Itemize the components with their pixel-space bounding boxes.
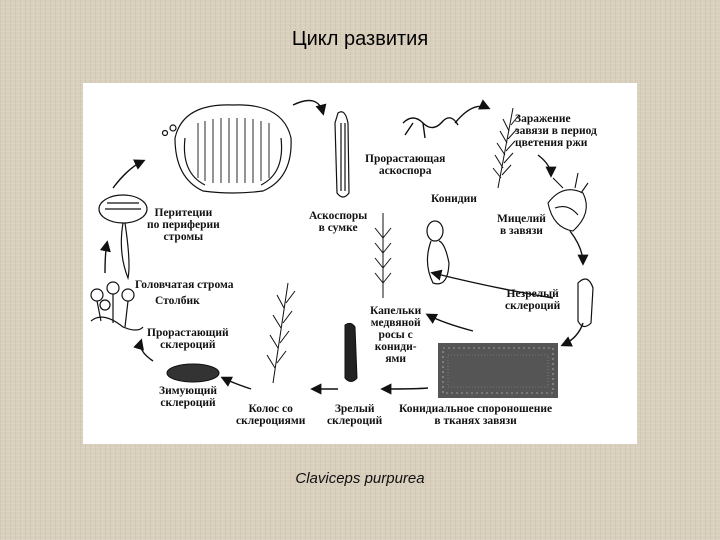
slide-title: Цикл развития <box>0 28 720 51</box>
arrow-stroma-to-perithecia <box>113 161 143 188</box>
species-caption: Claviceps purpurea <box>0 470 720 487</box>
arrow-germinating-to-stroma <box>105 243 107 273</box>
immature-sclerotium-drawing <box>578 279 593 327</box>
label-perithecia: Перитеции по периферии стромы <box>147 207 220 243</box>
arrow-ear-to-wintering <box>223 378 251 389</box>
label-ear-with-sclerotia: Колос со склероциями <box>236 403 305 427</box>
label-conidia: Конидии <box>431 193 477 205</box>
label-germinating-sclerotium: Прорастающий склероций <box>147 327 229 351</box>
ear-center-drawing <box>375 213 391 298</box>
label-immature-sclerotium: Незрелый склероций <box>505 288 560 312</box>
label-stalk: Столбик <box>155 295 200 307</box>
perithecia-stroma-drawing <box>163 105 292 193</box>
label-ascospores: Аскоспоры в сумке <box>309 210 367 234</box>
label-germinating-ascospore: Прорастающая аскоспора <box>365 153 445 177</box>
arrow-germination-to-infection <box>455 106 488 123</box>
arrow-mycelium-to-immature <box>570 231 583 263</box>
arrow-conidial-to-honeydew <box>428 315 473 331</box>
label-infection: Заражение завязи в период цветения ржи <box>515 113 597 149</box>
ear-with-sclerotia-drawing <box>267 283 295 383</box>
germinating-ascospore-drawing <box>403 118 458 138</box>
label-honeydew: Капельки медвяной росы с кониди- ями <box>370 305 421 365</box>
mycelium-ovary-drawing <box>548 173 588 231</box>
label-head-stroma: Головчатая строма <box>135 279 234 291</box>
label-mycelium: Мицелий в завязи <box>497 213 546 237</box>
arrow-conidial-to-mature <box>383 388 428 389</box>
arrow-infection-to-mycelium <box>538 155 551 175</box>
life-cycle-diagram: Перитеции по периферии стромы Прорастающ… <box>83 83 637 444</box>
conidial-sporulation-drawing <box>438 343 558 398</box>
arrow-immature-to-conidial <box>563 323 583 345</box>
stroma-head-drawing <box>99 195 147 278</box>
ascus-drawing <box>335 112 349 197</box>
arrow-stroma-to-ascospores <box>293 101 323 114</box>
label-mature-sclerotium: Зрелый склероций <box>327 403 382 427</box>
wintering-sclerotium-drawing <box>167 364 219 382</box>
mature-sclerotium-drawing <box>345 323 357 381</box>
label-conidial-sporulation: Конидиальное спороношение в тканях завяз… <box>399 403 552 427</box>
label-wintering-sclerotium: Зимующий склероций <box>159 385 217 409</box>
